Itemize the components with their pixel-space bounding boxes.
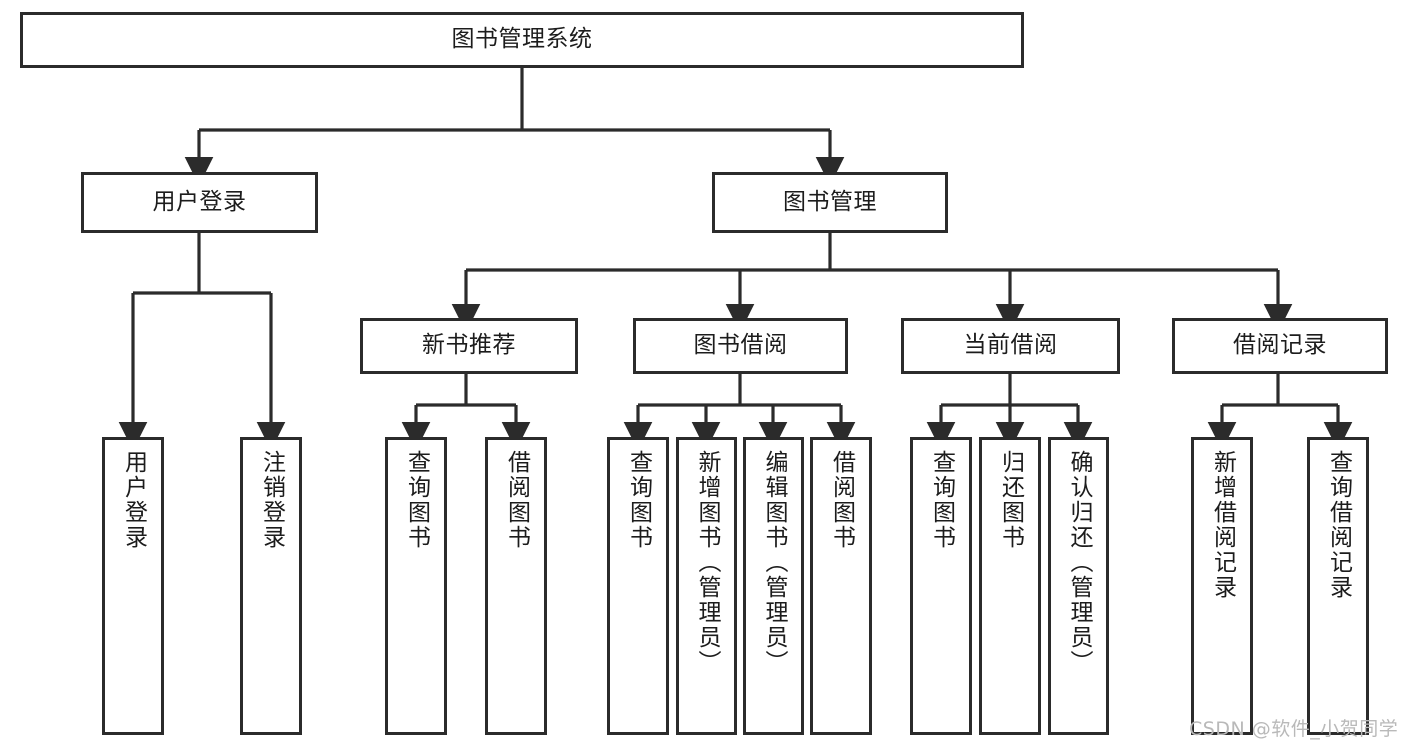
node-leaf-borrow-book-1[interactable]: 借阅图书: [485, 437, 547, 735]
node-leaf-query-book-3[interactable]: 查询图书: [910, 437, 972, 735]
csdn-watermark: CSDN @软件_小贺同学: [1189, 718, 1399, 740]
node-leaf-return-book[interactable]: 归还图书: [979, 437, 1041, 735]
node-new-book-recommend-label: 新书推荐: [422, 332, 516, 359]
node-leaf-query-book-1-label: 查询图书: [403, 450, 430, 550]
node-book-management-label: 图书管理: [783, 188, 877, 215]
node-leaf-borrow-book-1-label: 借阅图书: [503, 450, 530, 550]
node-leaf-borrow-book-2-label: 借阅图书: [828, 450, 855, 550]
node-leaf-add-book[interactable]: 新增图书（管理员）: [676, 437, 737, 735]
node-leaf-logout-login[interactable]: 注销登录: [240, 437, 302, 735]
node-borrow-record-label: 借阅记录: [1233, 332, 1327, 359]
node-leaf-add-borrow-record-label: 新增借阅记录: [1209, 450, 1236, 600]
node-root-label: 图书管理系统: [451, 26, 593, 53]
node-leaf-logout-login-label: 注销登录: [258, 450, 285, 550]
node-leaf-confirm-return[interactable]: 确认归还（管理员）: [1048, 437, 1109, 735]
node-leaf-query-borrow-record-label: 查询借阅记录: [1325, 450, 1352, 600]
node-leaf-query-book-2[interactable]: 查询图书: [607, 437, 669, 735]
node-leaf-confirm-return-label: 确认归还（管理员）: [1066, 450, 1092, 675]
node-leaf-add-book-label: 新增图书（管理员）: [694, 450, 720, 675]
node-leaf-query-book-1[interactable]: 查询图书: [385, 437, 447, 735]
node-user-login-label: 用户登录: [152, 188, 247, 215]
node-leaf-edit-book[interactable]: 编辑图书（管理员）: [743, 437, 804, 735]
node-leaf-edit-book-label: 编辑图书（管理员）: [761, 450, 787, 675]
node-leaf-user-login-label: 用户登录: [120, 450, 147, 550]
node-book-borrow[interactable]: 图书借阅: [633, 318, 848, 374]
node-user-login[interactable]: 用户登录: [81, 172, 318, 233]
node-book-borrow-label: 图书借阅: [693, 332, 788, 359]
node-root[interactable]: 图书管理系统: [20, 12, 1024, 68]
node-book-management[interactable]: 图书管理: [712, 172, 948, 233]
node-current-borrow-label: 当前借阅: [963, 332, 1058, 359]
node-leaf-borrow-book-2[interactable]: 借阅图书: [810, 437, 872, 735]
node-leaf-query-book-2-label: 查询图书: [625, 450, 652, 550]
node-borrow-record[interactable]: 借阅记录: [1172, 318, 1388, 374]
node-new-book-recommend[interactable]: 新书推荐: [360, 318, 578, 374]
node-current-borrow[interactable]: 当前借阅: [901, 318, 1120, 374]
node-leaf-add-borrow-record[interactable]: 新增借阅记录: [1191, 437, 1253, 735]
node-leaf-query-borrow-record[interactable]: 查询借阅记录: [1307, 437, 1369, 735]
node-leaf-query-book-3-label: 查询图书: [928, 450, 955, 550]
node-leaf-return-book-label: 归还图书: [997, 450, 1024, 550]
node-leaf-user-login[interactable]: 用户登录: [102, 437, 164, 735]
